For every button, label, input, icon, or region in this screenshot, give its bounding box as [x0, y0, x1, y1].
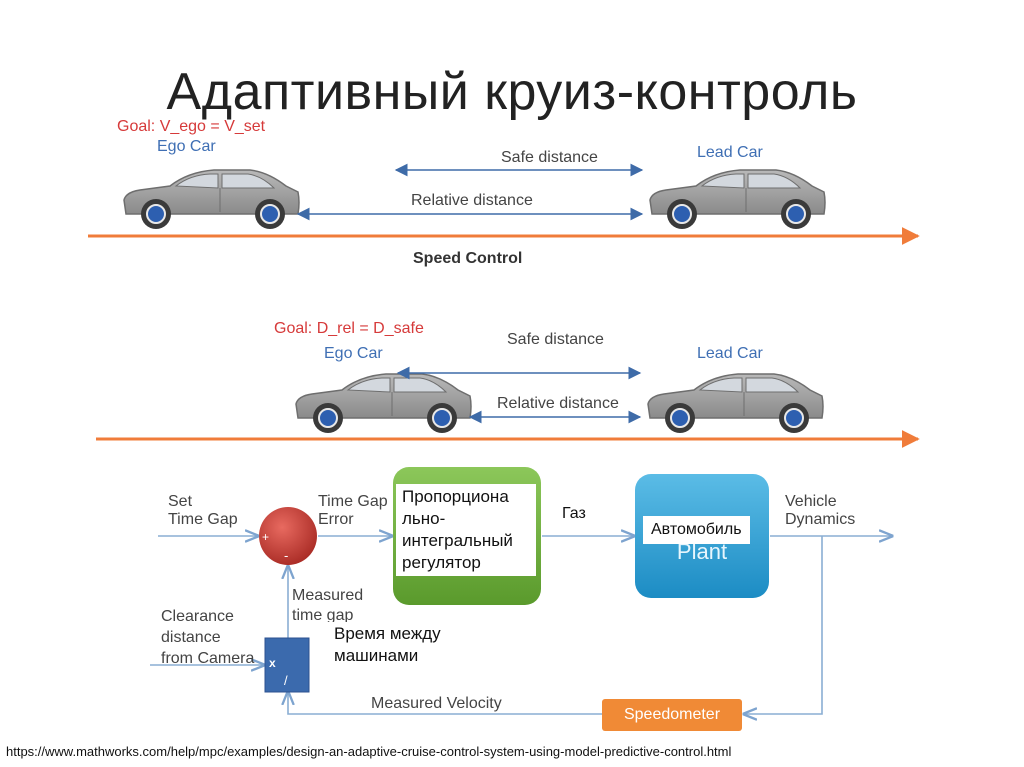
sum-junction: [259, 507, 317, 565]
gas-label: Газ: [558, 502, 590, 526]
controller-line3: интегральный: [402, 531, 513, 550]
divider-x-sign: x: [269, 656, 276, 670]
set-time-gap-line1: Set: [168, 493, 193, 510]
ego-car-2-label: Ego Car: [324, 345, 383, 362]
lead-car-2-label: Lead Car: [697, 345, 763, 362]
page-title: Адаптивный круиз-контроль: [166, 63, 858, 121]
plant-overlay-label: Автомобиль: [643, 516, 750, 544]
goal-2-label: Goal: D_rel = D_safe: [274, 320, 424, 337]
set-time-gap-label: Set Time Gap: [168, 493, 238, 529]
measured-time-gap-line1: Measured: [292, 587, 364, 604]
ego-car-1: [123, 169, 300, 230]
ego-car-2: [295, 373, 472, 434]
speedometer-block: [602, 699, 742, 731]
vehicle-dynamics-label: Vehicle Dynamics: [785, 493, 855, 529]
clearance-line3: from Camera: [161, 650, 255, 667]
clearance-line1: Clearance: [161, 608, 234, 625]
minus-sign: -: [284, 548, 289, 563]
speed-control-label: Speed Control: [413, 250, 523, 267]
velocity-line: [288, 692, 602, 715]
measured-velocity-label: Measured Velocity: [371, 695, 502, 712]
vehicle-dynamics-line2: Dynamics: [785, 511, 856, 528]
lead-car-2: [647, 373, 824, 434]
speedometer-label: Speedometer: [623, 706, 721, 723]
plus-sign: +: [262, 530, 270, 544]
controller-line4: регулятор: [402, 553, 481, 572]
feedback-line-to-speedometer: [744, 536, 823, 714]
source-url[interactable]: https://www.mathworks.com/help/mpc/examp…: [6, 744, 732, 759]
divider-slash-sign: /: [284, 673, 288, 688]
scene2: [96, 366, 920, 448]
time-gap-error-label: Time Gap Error: [318, 493, 388, 529]
ego-car-1-label: Ego Car: [157, 138, 216, 155]
clearance-label: Clearance distance from Camera: [161, 606, 254, 669]
time-between-cars-label: Время между машинами: [328, 622, 447, 668]
controller-label: Пропорциона льно- интегральный регулятор: [396, 484, 536, 576]
vehicle-dynamics-line1: Vehicle: [785, 493, 837, 510]
measured-time-gap-line2: time gap: [292, 607, 354, 624]
controller-line1: Пропорциона: [402, 487, 509, 506]
divider-block: [264, 637, 310, 693]
block-diagram-lines: [150, 536, 892, 714]
relative-distance-1-label: Relative distance: [411, 192, 533, 209]
set-time-gap-line2: Time Gap: [168, 511, 238, 528]
time-between-cars-line2: машинами: [334, 646, 419, 665]
relative-distance-2-label: Relative distance: [497, 395, 619, 412]
lead-car-1: [649, 169, 826, 230]
lead-car-1-label: Lead Car: [697, 144, 763, 161]
clearance-line2: distance: [161, 629, 221, 646]
scene1: [88, 163, 920, 245]
time-between-cars-line1: Время между: [334, 624, 441, 643]
measured-time-gap-label: Measured time gap: [292, 586, 363, 626]
time-gap-error-line1: Time Gap: [318, 493, 388, 510]
goal-1-label: Goal: V_ego = V_set: [117, 118, 266, 135]
safe-distance-2-label: Safe distance: [507, 331, 604, 348]
controller-line2: льно-: [402, 509, 446, 528]
time-gap-error-line2: Error: [318, 511, 354, 528]
safe-distance-1-label: Safe distance: [501, 149, 598, 166]
